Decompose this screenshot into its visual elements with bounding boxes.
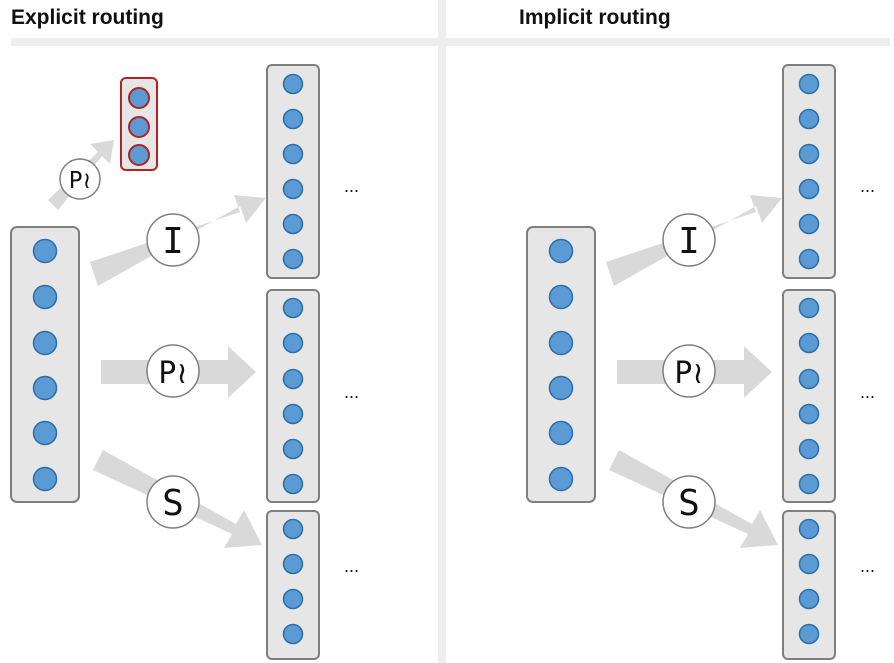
source-node [32,284,58,310]
source-node [32,466,58,492]
ellipsis-explicit-2: ... [344,382,359,402]
ellipsis-implicit-1: ... [860,176,875,196]
panel-divider [438,0,446,663]
operator-identity-implicit: I [662,213,716,267]
panel-title-explicit: Explicit routing [11,6,164,29]
target-column-implicit-2 [782,289,836,503]
ellipsis-implicit-2: ... [860,382,875,402]
ellipsis-explicit-3: ... [344,556,359,576]
source-node [32,420,58,446]
target-node [128,144,150,166]
ellipsis-explicit-1: ... [344,176,359,196]
svg-text:P≀: P≀ [69,168,91,194]
target-column-implicit-1 [782,64,836,279]
ellipsis-implicit-3: ... [860,556,875,576]
operator-identity-explicit: I [146,213,200,267]
target-column-explicit-3 [266,510,320,660]
small-target-column-explicit [120,77,158,171]
operator-permutation-explicit: P≀ [146,344,200,398]
target-node [128,87,150,109]
source-column-implicit [526,226,596,503]
implicit-title-underline [446,38,890,46]
operator-permutation-implicit: P≀ [662,344,716,398]
target-column-implicit-3 [782,510,836,660]
target-node [128,116,150,138]
target-column-explicit-2 [266,289,320,503]
svg-text:S: S [678,483,700,524]
svg-text:P≀: P≀ [158,356,187,391]
source-node [32,330,58,356]
operator-permutation-small-explicit: P≀ [59,158,101,200]
source-node [32,375,58,401]
operator-shift-implicit: S [662,475,716,529]
target-column-explicit-1 [266,64,320,279]
explicit-title-underline [11,38,439,46]
svg-text:S: S [162,483,184,524]
svg-text:I: I [678,221,700,262]
svg-text:I: I [162,221,184,262]
operator-shift-explicit: S [146,475,200,529]
panel-title-implicit: Implicit routing [519,6,671,29]
source-node [32,238,58,264]
svg-text:P≀: P≀ [674,356,703,391]
source-column-explicit [10,226,80,503]
